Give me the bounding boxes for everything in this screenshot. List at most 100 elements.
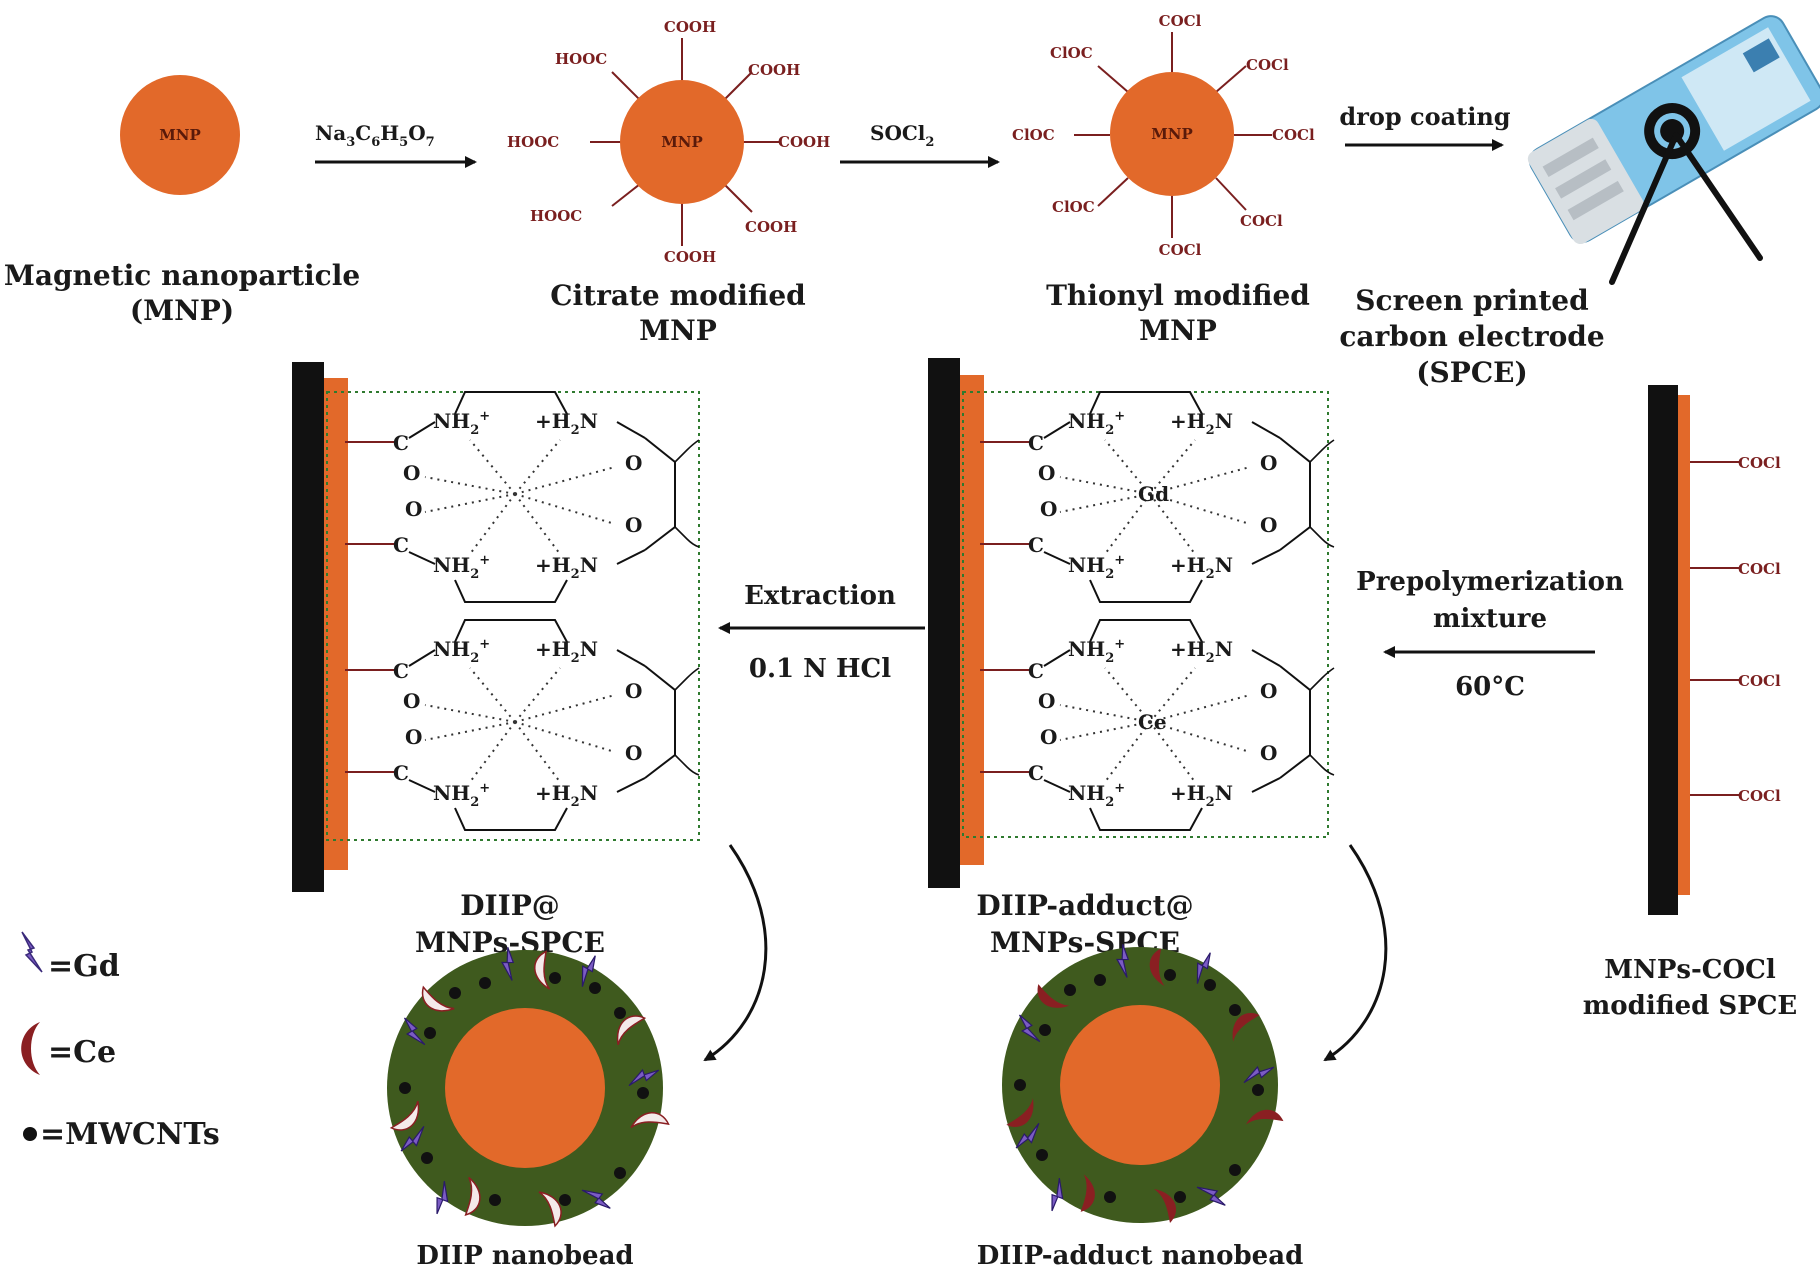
ammonium-text: +H2N <box>1170 553 1233 582</box>
citrate-group: COOH <box>778 133 830 151</box>
legend-ce: =Ce <box>48 1035 116 1070</box>
oxygen-atom: O <box>1260 679 1277 703</box>
diip-nanobead-label: DIIP nanobead <box>416 1241 633 1267</box>
carbon-atom: C <box>393 659 409 683</box>
gd-marker <box>501 947 515 981</box>
mwcnt-dot <box>399 1082 411 1094</box>
legend-mwcnt: =MWCNTs <box>40 1117 220 1152</box>
ce-marker <box>1037 984 1070 1008</box>
adduct-binding-sites: CONH2++H2NOCONH2++H2NOGdCONH2++H2NOCONH2… <box>980 391 1335 831</box>
mwcnt-dot <box>479 977 491 989</box>
adduct-electrode-label: DIIP-adduct@ <box>976 889 1193 922</box>
carbon-atom: C <box>1028 659 1044 683</box>
ammonium-group: +H2N <box>535 781 598 810</box>
gd-legend-icon <box>21 931 43 973</box>
ammonium-text: NH2+ <box>433 409 490 438</box>
mwcnt-dot <box>614 1167 626 1179</box>
mwcnt-dot <box>449 987 461 999</box>
ammonium-group: NH2+ <box>433 637 490 666</box>
gd-marker <box>1018 1014 1041 1043</box>
gd-marker <box>1116 944 1130 978</box>
bare-mnp-core-label: MNP <box>159 126 201 144</box>
oxygen-atom: O <box>405 497 422 521</box>
ce-marker <box>1006 1098 1034 1127</box>
mwcnt-dot <box>549 972 561 984</box>
arrow-thionyl-reagent: SOCl2 <box>870 121 934 150</box>
gd-marker <box>436 1181 449 1215</box>
mwcnt-dot <box>589 982 601 994</box>
citrate-mnp-core-label: MNP <box>661 133 703 151</box>
citrate-group: COOH <box>664 18 716 36</box>
ammonium-group: +H2N <box>1170 409 1233 438</box>
mwcnt-dot <box>1229 1164 1241 1176</box>
ammonium-group: NH2+ <box>1068 781 1125 810</box>
ammonium-text: NH2+ <box>433 637 490 666</box>
oxygen-atom: O <box>1038 689 1055 713</box>
ce-marker <box>1246 1109 1284 1125</box>
ammonium-text: +H2N <box>1170 409 1233 438</box>
gd-marker <box>1196 952 1211 984</box>
oxygen-atom: O <box>1040 725 1057 749</box>
gd-marker <box>581 955 596 987</box>
ammonium-text: +H2N <box>1170 637 1233 666</box>
carbon-atom: C <box>1028 431 1044 455</box>
oxygen-atom: O <box>625 451 642 475</box>
ammonium-group: NH2+ <box>1068 409 1125 438</box>
thionyl-group: COCl <box>1246 56 1289 74</box>
oxygen-atom: O <box>1038 461 1055 485</box>
ce-marker <box>616 1015 647 1046</box>
coci-electrode-label: MNPs-COCl <box>1604 955 1776 985</box>
coci-group: COCl <box>1738 672 1781 690</box>
citrate-mnp: MNP COOH COOH COOH COOH COOH HOOC HOOC H… <box>507 18 830 266</box>
oxygen-atom: O <box>625 741 642 765</box>
gd-marker <box>400 1125 425 1152</box>
mwcnt-dot <box>1229 1004 1241 1016</box>
oxygen-atom: O <box>403 689 420 713</box>
coci-group: COCl <box>1738 454 1781 472</box>
prepolymerization-temperature: 60°C <box>1455 672 1525 702</box>
mwcnt-dot <box>424 1027 436 1039</box>
ammonium-group: +H2N <box>1170 553 1233 582</box>
thionyl-group: COCl <box>1240 212 1283 230</box>
thionyl-mnp-label-abbr: MNP <box>1139 314 1217 347</box>
mwcnt-dot <box>1014 1079 1026 1091</box>
ce-marker <box>538 1191 562 1228</box>
legend: =Gd =Ce =MWCNTs <box>21 931 220 1152</box>
diip-electrode <box>292 362 700 892</box>
diip-electrode-label: DIIP@ <box>460 889 560 922</box>
mwcnt-dot <box>1252 1084 1264 1096</box>
thionyl-group: COCl <box>1272 126 1315 144</box>
ce-marker <box>389 1100 420 1131</box>
ammonium-text: NH2+ <box>433 781 490 810</box>
ammonium-group: NH2+ <box>1068 553 1125 582</box>
ammonium-group: +H2N <box>535 637 598 666</box>
citrate-group-left: HOOC <box>507 133 559 151</box>
legend-gd: =Gd <box>48 949 120 984</box>
thionyl-group: COCl <box>1159 241 1202 259</box>
thionyl-mnp: MNP COCl COCl COCl COCl COCl ClOC ClOC C… <box>1012 12 1315 259</box>
ce-marker <box>1154 1189 1177 1223</box>
ammonium-text: NH2+ <box>1068 409 1125 438</box>
ammonium-group: +H2N <box>535 409 598 438</box>
oxygen-atom: O <box>1260 513 1277 537</box>
bare-mnp: MNP <box>120 75 240 195</box>
adduct-nanobead <box>1002 944 1284 1223</box>
citrate-group: COOH <box>748 61 800 79</box>
diip-nanobead <box>387 947 670 1228</box>
ammonium-group: NH2+ <box>433 409 490 438</box>
ce-marker <box>630 1112 670 1129</box>
coci-modified-electrode: COCl COCl COCl COCl <box>1648 385 1781 915</box>
ammonium-group: NH2+ <box>433 553 490 582</box>
gd-marker <box>1196 1186 1226 1206</box>
spce-label: carbon electrode <box>1339 320 1604 353</box>
ammonium-text: NH2+ <box>1068 637 1125 666</box>
diip-cavities: CONH2++H2NOCONH2++H2NOCONH2++H2NOCONH2++… <box>345 391 700 831</box>
mwcnt-dot <box>1164 969 1176 981</box>
arrow-citrate-reagent: Na3C6H5O7 <box>315 121 435 150</box>
metal-ion: Ce <box>1138 710 1167 734</box>
ammonium-group: NH2+ <box>433 781 490 810</box>
gd-marker <box>403 1017 426 1046</box>
oxygen-atom: O <box>625 513 642 537</box>
